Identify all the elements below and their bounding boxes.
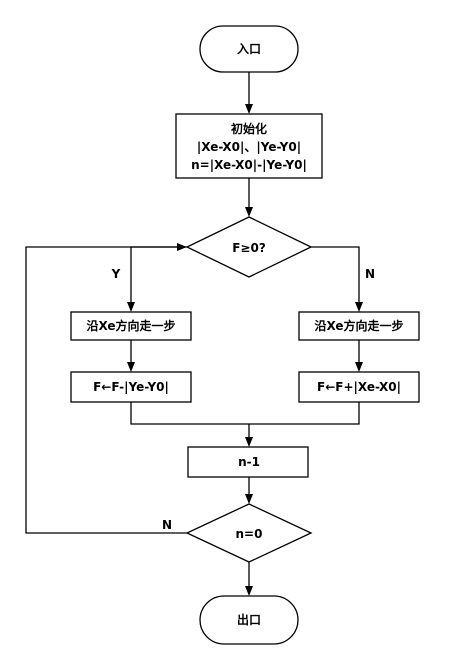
edge-start-to-init <box>245 72 253 114</box>
end-label: 出口 <box>237 612 261 627</box>
edge-init-to-decision-f <box>245 178 253 217</box>
init-node: 初始化 |Xe-X0|、|Ye-Y0| n=|Xe-X0|-|Ye-Y0| <box>175 113 323 179</box>
decrement-label: n-1 <box>238 455 260 469</box>
edge-loop-back <box>25 243 187 534</box>
right-step-node: 沿Xe方向走一步 <box>298 311 420 341</box>
left-update-label: F←F-|Ye-Y0| <box>93 380 169 394</box>
edge-decision-n-to-end <box>245 562 253 596</box>
init-line2: n=|Xe-X0|-|Ye-Y0| <box>191 158 307 172</box>
init-line1: |Xe-X0|、|Ye-Y0| <box>197 140 301 154</box>
start-node: 入口 <box>199 25 299 73</box>
left-update-node: F←F-|Ye-Y0| <box>70 371 192 403</box>
right-step-label: 沿Xe方向走一步 <box>313 318 403 333</box>
right-update-label: F←F+|Xe-X0| <box>317 380 401 394</box>
left-step-label: 沿Xe方向走一步 <box>85 318 175 333</box>
no-branch-label: N <box>365 267 375 281</box>
edge-merge-branches <box>130 402 360 447</box>
start-label: 入口 <box>237 42 261 56</box>
yes-branch-label: Y <box>111 267 121 281</box>
edge-yes-branch <box>127 246 187 312</box>
decision-n-node: n=0 <box>185 503 313 563</box>
decision-n-label: n=0 <box>236 527 263 541</box>
right-update-node: F←F+|Xe-X0| <box>298 371 420 403</box>
loop-back-label: N <box>162 518 172 532</box>
init-title: 初始化 <box>231 121 267 136</box>
end-node: 出口 <box>199 595 299 645</box>
decision-f-node: F≥0? <box>185 216 313 278</box>
decrement-node: n-1 <box>187 446 309 478</box>
edge-left-step-to-update <box>127 340 135 372</box>
edge-decrement-to-decision-n <box>245 477 253 504</box>
left-step-node: 沿Xe方向走一步 <box>70 311 192 341</box>
decision-f-label: F≥0? <box>232 241 266 255</box>
edge-no-branch <box>311 246 363 312</box>
edge-right-step-to-update <box>355 340 363 372</box>
